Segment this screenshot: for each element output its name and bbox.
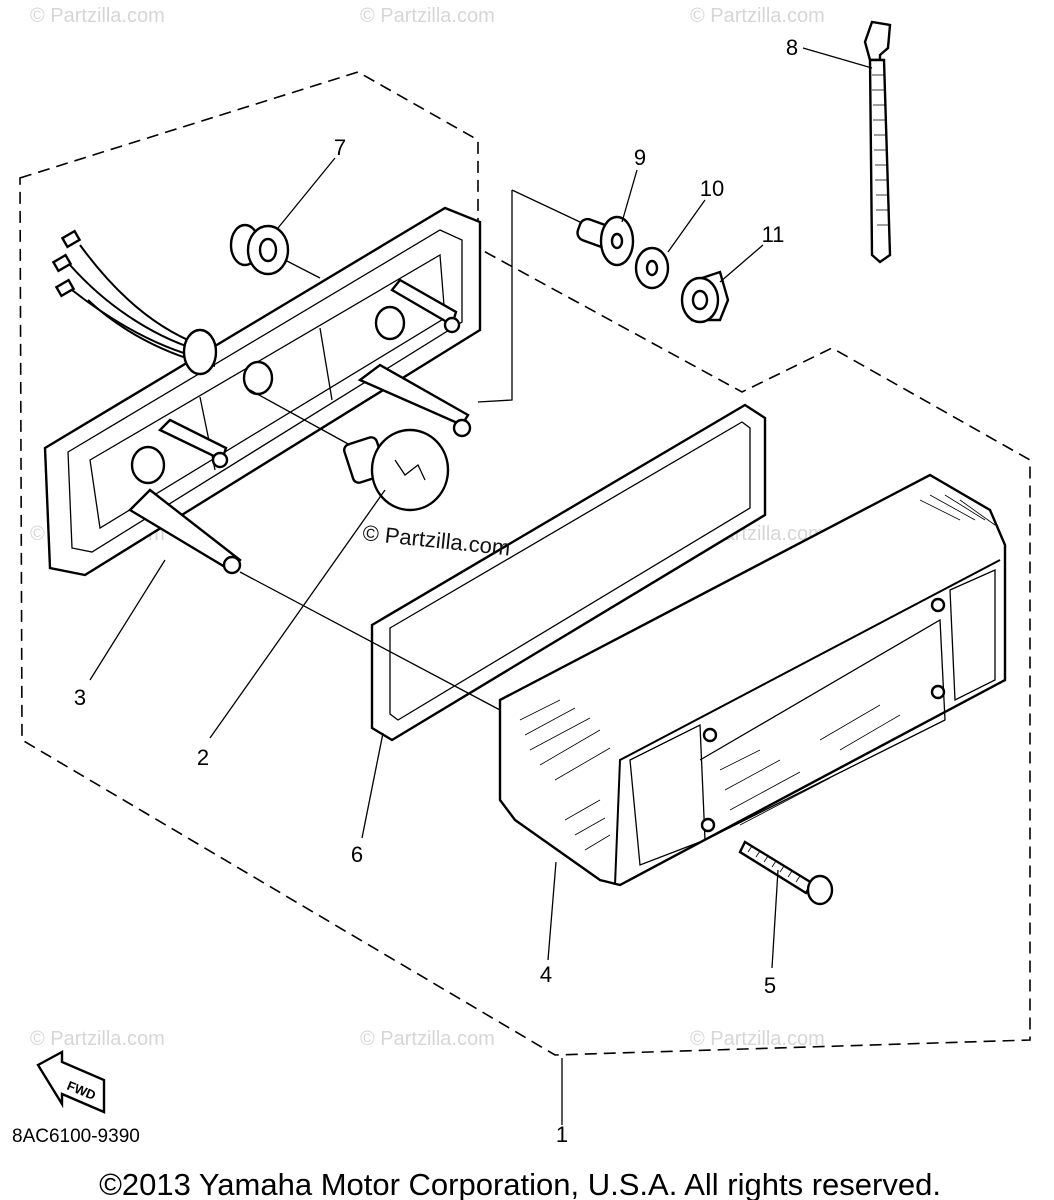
leader-7 xyxy=(277,157,336,229)
lens-part xyxy=(498,473,1007,887)
housing-part xyxy=(43,206,482,577)
watermark-text: © Partzilla.com xyxy=(360,1028,495,1050)
washer-part xyxy=(634,246,670,290)
leader-lines xyxy=(89,47,873,1125)
leader-4 xyxy=(547,861,557,961)
watermark-text: © Partzilla.com xyxy=(690,5,825,27)
leader-2 xyxy=(209,489,386,739)
callouts: 1 2 3 4 5 6 7 8 9 10 11 xyxy=(74,35,798,1147)
watermark-text: © Partzilla.com xyxy=(360,5,495,27)
callout-11: 11 xyxy=(762,222,785,247)
leader-5 xyxy=(771,869,779,969)
fwd-arrow-icon: FWD xyxy=(36,1049,106,1114)
assembly-boundary xyxy=(19,71,1031,1056)
diagram-code: 8AC6100-9390 xyxy=(12,1126,140,1147)
leader-connector-b xyxy=(511,189,581,223)
collar-part xyxy=(576,215,635,267)
callout-1: 1 xyxy=(556,1122,568,1147)
callout-3: 3 xyxy=(74,685,86,710)
callout-7: 7 xyxy=(334,135,346,160)
callout-6: 6 xyxy=(351,842,363,867)
screw-part xyxy=(738,840,834,906)
nut-part xyxy=(680,270,730,324)
watermark-text: © Partzilla.com xyxy=(30,1028,165,1050)
leader-6 xyxy=(361,732,384,839)
leader-10 xyxy=(667,199,706,253)
leader-11 xyxy=(719,244,764,283)
callout-8: 8 xyxy=(786,35,798,60)
copyright-text: ©2013 Yamaha Motor Corporation, U.S.A. A… xyxy=(99,1167,941,1200)
grommet-part xyxy=(229,223,321,279)
gasket-part xyxy=(370,403,767,742)
leader-connector-a xyxy=(477,190,513,403)
callout-2: 2 xyxy=(197,745,209,770)
leader-3 xyxy=(89,559,166,681)
cable-tie-part xyxy=(863,20,892,264)
callout-4: 4 xyxy=(540,962,552,987)
callout-5: 5 xyxy=(764,973,776,998)
callout-10: 10 xyxy=(700,176,724,201)
callout-9: 9 xyxy=(634,145,646,170)
leader-8 xyxy=(802,47,873,69)
leader-9 xyxy=(621,169,638,223)
watermark-text: © Partzilla.com xyxy=(30,5,165,27)
leader-connector-c xyxy=(239,571,501,711)
watermark-text: © Partzilla.com xyxy=(690,1028,825,1050)
bulb-part xyxy=(249,389,450,512)
watermark-center: © Partzilla.com xyxy=(361,520,511,560)
